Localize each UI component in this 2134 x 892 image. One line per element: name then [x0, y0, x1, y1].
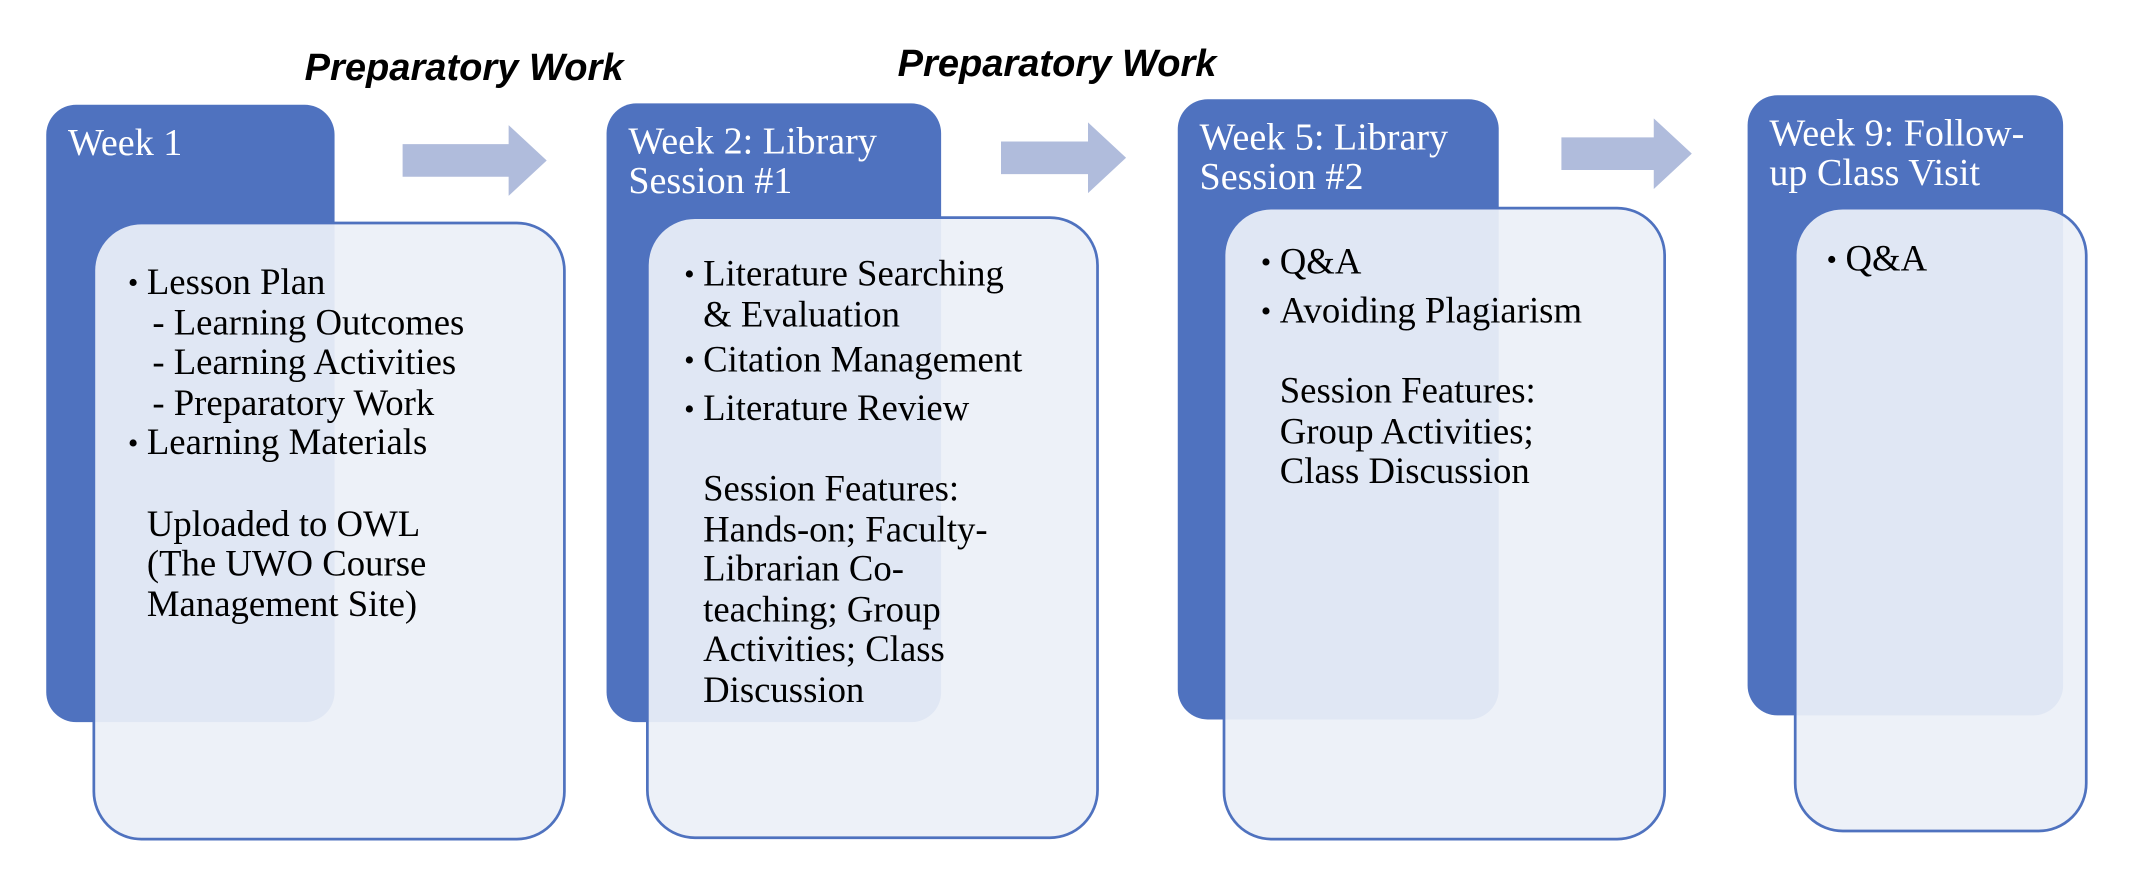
step-header-title: Week 1 [68, 122, 183, 165]
bullet-item: •Lesson Plan - Learning Outcomes - Learn… [128, 261, 550, 423]
prep-label-1: Preparatory Work [304, 46, 624, 89]
sub-item: - Learning Outcomes [152, 301, 465, 343]
bullet-item: • Literature Review [684, 386, 970, 428]
bullet-item: • Literature Searching & Evaluation [684, 252, 1004, 334]
bullet-item: • Q&A [1826, 238, 1928, 279]
step-header-title: Week 2: Library [628, 121, 877, 164]
bullet-item: • Citation Management [684, 338, 1023, 380]
arrow-right-icon [1561, 118, 1692, 190]
bullet-item: • Avoiding Plagiarism [1260, 289, 1583, 330]
bullet-item: • Q&A [1260, 240, 1362, 282]
step-note: Session Features: Hands-on; Faculty- Lib… [703, 467, 988, 710]
step-header-title: Session #2 [1199, 156, 1364, 199]
step-header-title: Session #1 [628, 160, 793, 203]
step-card: • Q&A [1793, 206, 2088, 833]
prep-label-2: Preparatory Work [897, 42, 1217, 85]
step-card: • Q&A • Avoiding Plagiarism Session Feat… [1222, 206, 1666, 841]
step-note: Uploaded to OWL (The UWO Course Manageme… [146, 502, 427, 624]
step-header-title: up Class Visit [1769, 152, 1981, 195]
arrow-right-icon [402, 125, 547, 196]
step-note: Session Features: Group Activities; Clas… [1279, 369, 1536, 491]
step-card: • Literature Searching & Evaluation • Ci… [646, 216, 1099, 840]
step-header-title: Week 5: Library [1199, 116, 1449, 160]
sub-item: - Learning Activities [152, 341, 457, 383]
sub-item: - Preparatory Work [152, 381, 435, 423]
bullet-item: •Learning Materials [127, 421, 428, 463]
step-header-title: Week 9: Follow- [1769, 112, 2025, 156]
arrow-right-icon [1000, 122, 1127, 194]
step-card: •Lesson Plan - Learning Outcomes - Learn… [92, 221, 566, 841]
